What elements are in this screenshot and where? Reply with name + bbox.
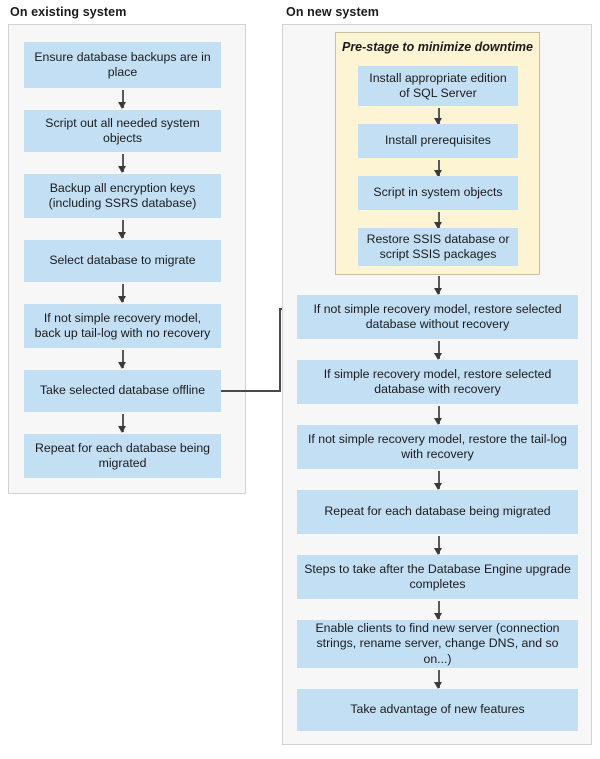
column-title-existing-system: On existing system <box>10 5 127 19</box>
node-install-sql-server[interactable]: Install appropriate edition of SQL Serve… <box>358 66 518 106</box>
node-install-prerequisites[interactable]: Install prerequisites <box>358 124 518 158</box>
node-backup-tail-log[interactable]: If not simple recovery model, back up ta… <box>24 304 221 348</box>
arrow-down-icon <box>117 284 128 303</box>
arrow-down-icon <box>433 670 444 689</box>
node-select-database-to-migrate[interactable]: Select database to migrate <box>24 240 221 282</box>
node-take-advantage-new-features[interactable]: Take advantage of new features <box>297 689 578 731</box>
node-restore-tail-log[interactable]: If not simple recovery model, restore th… <box>297 425 578 469</box>
arrow-down-icon <box>433 471 444 490</box>
arrow-down-icon <box>433 341 444 360</box>
arrow-down-icon <box>117 90 128 109</box>
arrow-down-icon <box>117 350 128 369</box>
node-script-system-objects[interactable]: Script out all needed system objects <box>24 110 221 152</box>
node-restore-ssis-database[interactable]: Restore SSIS database or script SSIS pac… <box>358 228 518 266</box>
column-title-new-system: On new system <box>286 5 379 19</box>
node-repeat-for-each-database-new[interactable]: Repeat for each database being migrated <box>297 490 578 534</box>
node-restore-with-recovery[interactable]: If simple recovery model, restore select… <box>297 360 578 404</box>
arrow-down-icon <box>433 276 444 295</box>
prestage-group-label: Pre-stage to minimize downtime <box>341 40 533 54</box>
node-take-selected-database-offline[interactable]: Take selected database offline <box>24 370 221 412</box>
arrow-down-icon <box>433 212 444 229</box>
node-repeat-for-each-database[interactable]: Repeat for each database being migrated <box>24 434 221 478</box>
node-ensure-backups[interactable]: Ensure database backups are in place <box>24 42 221 88</box>
arrow-down-icon <box>117 154 128 173</box>
arrow-down-icon <box>433 160 444 177</box>
node-post-upgrade-steps[interactable]: Steps to take after the Database Engine … <box>297 555 578 599</box>
node-backup-encryption-keys[interactable]: Backup all encryption keys (including SS… <box>24 174 221 218</box>
node-enable-clients[interactable]: Enable clients to find new server (conne… <box>297 620 578 668</box>
arrow-down-icon <box>433 406 444 425</box>
arrow-down-icon <box>433 601 444 620</box>
arrow-down-icon <box>433 536 444 555</box>
arrow-down-icon <box>117 414 128 433</box>
arrow-down-icon <box>117 220 128 239</box>
arrow-down-icon <box>433 108 444 125</box>
node-script-in-system-objects[interactable]: Script in system objects <box>358 176 518 210</box>
node-restore-without-recovery[interactable]: If not simple recovery model, restore se… <box>297 295 578 339</box>
